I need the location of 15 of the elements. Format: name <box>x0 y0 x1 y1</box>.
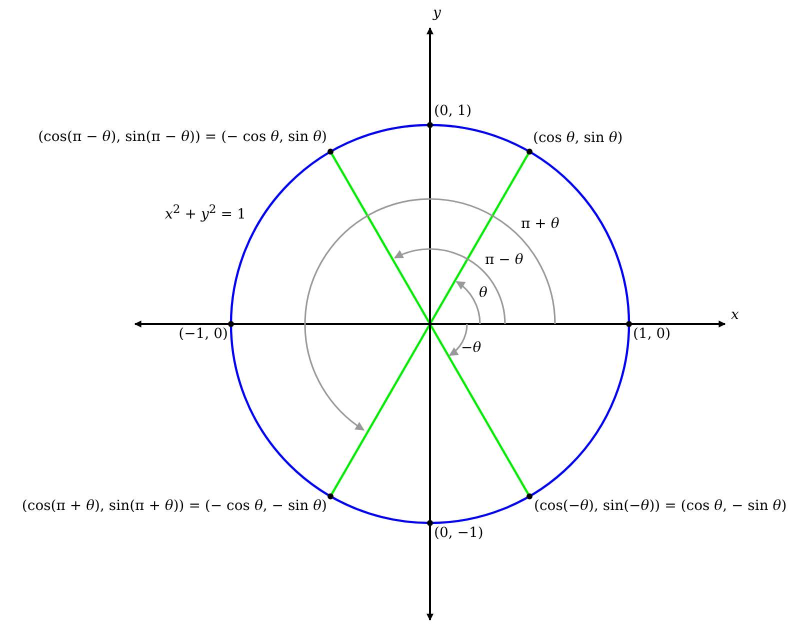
axis-label: y <box>433 6 441 22</box>
point-label: (cos(π − θ), sin(π − θ)) = (− cos θ, sin θ) <box>38 130 327 146</box>
point-label: (cos(−θ), sin(−θ)) = (cos θ, − sin θ) <box>534 499 787 514</box>
angle-label: −θ <box>461 341 482 356</box>
axis-label: x <box>731 308 739 324</box>
angle-label: θ <box>479 286 488 302</box>
equation-label: x$^{2}$ + y$^{2}$ = 1 <box>165 203 246 224</box>
angle-label: π + θ <box>521 217 560 232</box>
point-label: (cos θ, sin θ) <box>533 131 623 146</box>
point-label: (0, −1) <box>434 526 484 542</box>
angle-label: π − θ <box>485 253 524 268</box>
point-label: (−1, 0) <box>178 327 228 342</box>
point-label: (1, 0) <box>633 327 671 342</box>
point-label: (0, 1) <box>434 104 472 120</box>
point-label: (cos(π + θ), sin(π + θ)) = (− cos θ, − sin θ) <box>22 499 327 514</box>
